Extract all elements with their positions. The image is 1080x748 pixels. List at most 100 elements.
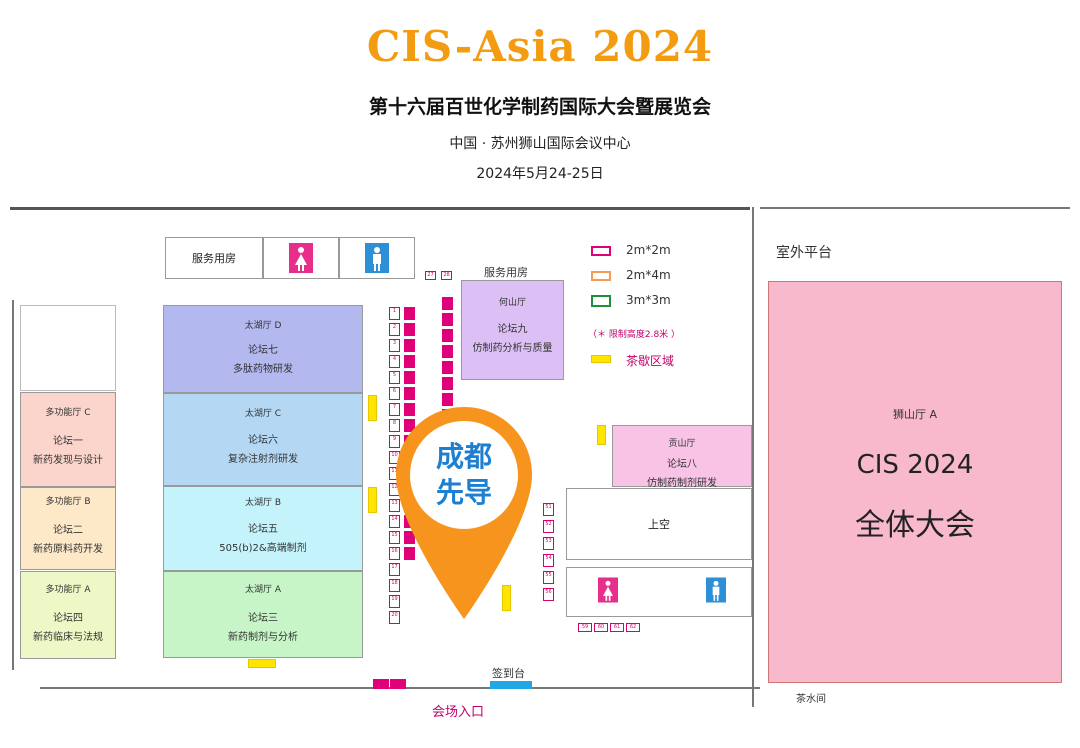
hall-multi-a-name: 多功能厅 A	[45, 585, 91, 595]
booth-c1-1[interactable]: 1	[389, 307, 400, 320]
booth-c4-52[interactable]: 52	[543, 520, 554, 533]
booth-c4-53[interactable]: 53	[543, 537, 554, 550]
hall-taihu-b-forum: 论坛五	[248, 524, 278, 535]
legend-2x2-swatch	[591, 246, 611, 256]
hall-taihu-a[interactable]: 太湖厅 A 论坛三 新药制剂与分析	[163, 571, 363, 658]
hall-taihu-a-name: 太湖厅 A	[244, 585, 282, 595]
legend-tea-label: 茶歇区域	[626, 354, 675, 368]
booth-c1-7[interactable]: 7	[389, 403, 400, 416]
booth-c2-23[interactable]: 23	[404, 355, 415, 368]
male-restroom-icon-2	[706, 577, 726, 603]
booth-bottom-59[interactable]: 59	[578, 623, 592, 632]
booth-bottom-62[interactable]: 62	[626, 623, 640, 632]
hall-multi-c-name: 多功能厅 C	[45, 408, 91, 418]
hall-gongshan-forum: 论坛八	[667, 459, 697, 470]
booth-c1-16[interactable]: 16	[389, 547, 400, 560]
map-pin-inner	[410, 421, 518, 529]
hall-gongshan-topic: 仿制药制剂研发	[647, 478, 717, 489]
booth-c3-27[interactable]: 27	[442, 297, 453, 310]
booth-c4-55[interactable]: 55	[543, 571, 554, 584]
entrance-label: 会场入口	[432, 705, 485, 720]
female-restroom	[263, 237, 339, 279]
wall-mid-vertical	[752, 207, 754, 707]
booth-c1-3[interactable]: 3	[389, 339, 400, 352]
atrium-label: 上空	[648, 518, 670, 531]
booth-bottom-60[interactable]: 60	[594, 623, 608, 632]
booth-c3-28[interactable]: 28	[442, 313, 453, 326]
booth-c4-56[interactable]: 56	[543, 588, 554, 601]
booth-c2-21[interactable]: 21	[404, 387, 415, 400]
booth-c1-2[interactable]: 2	[389, 323, 400, 336]
legend-height-note: （＊ 限制高度2.8米 ）	[588, 330, 681, 340]
booth-c4-51[interactable]: 51	[543, 503, 554, 516]
service-room-1: 服务用房	[165, 237, 263, 279]
booth-c3-30[interactable]: 30	[442, 345, 453, 358]
tea-room-label: 茶水间	[796, 694, 826, 705]
booth-c1-15[interactable]: 15	[389, 531, 400, 544]
booth-top-28[interactable]: 28	[441, 271, 452, 280]
tea-area-5	[597, 425, 606, 445]
hall-multi-b-name: 多功能厅 B	[45, 497, 91, 507]
hall-taihu-c[interactable]: 太湖厅 C 论坛六 复杂注射剂研发	[163, 393, 363, 486]
hall-taihu-c-topic: 复杂注射剂研发	[228, 454, 298, 465]
hall-shishan-a-line1: CIS 2024	[856, 450, 974, 480]
booth-c1-6[interactable]: 6	[389, 387, 400, 400]
booth-c1-5[interactable]: 5	[389, 371, 400, 384]
booth-c3-33[interactable]: 33	[442, 393, 453, 406]
booth-c1-19[interactable]: 19	[389, 595, 400, 608]
booth-c2-20[interactable]: 20	[404, 403, 415, 416]
booth-c1-8[interactable]: 8	[389, 419, 400, 432]
booth-c2-24[interactable]: 24	[404, 339, 415, 352]
booth-c2-12[interactable]: 12	[404, 531, 415, 544]
booth-c3-29[interactable]: 29	[442, 329, 453, 342]
booth-c3-32[interactable]: 32	[442, 377, 453, 390]
pin-text-line1: 成都	[435, 440, 492, 473]
hall-multi-c-topic: 新药发现与设计	[33, 455, 103, 466]
booth-bottom-61[interactable]: 61	[610, 623, 624, 632]
legend-2x4-swatch	[591, 271, 611, 281]
hall-gongshan[interactable]: 贡山厅 论坛八 仿制药制剂研发	[612, 425, 752, 489]
hall-taihu-b[interactable]: 太湖厅 B 论坛五 505(b)2&高端制剂	[163, 486, 363, 571]
booth-c1-14[interactable]: 14	[389, 515, 400, 528]
multi-hall-upper-block	[20, 305, 116, 391]
map-pin-icon[interactable]	[390, 403, 538, 625]
booth-c1-17[interactable]: 17	[389, 563, 400, 576]
booth-c2-19[interactable]: 19	[404, 419, 415, 432]
hall-multi-b[interactable]: 多功能厅 B 论坛二 新药原料药开发	[20, 487, 116, 570]
booth-c2-22[interactable]: 22	[404, 371, 415, 384]
hall-taihu-c-forum: 论坛六	[248, 435, 278, 446]
booth-c3-31[interactable]: 31	[442, 361, 453, 374]
male-restroom-icon	[365, 243, 389, 273]
hall-shishan-a-name: 狮山厅 A	[892, 408, 938, 421]
hall-multi-b-topic: 新药原料药开发	[33, 544, 103, 555]
hall-multi-a-forum: 论坛四	[53, 613, 83, 624]
booth-top-27[interactable]: 27	[425, 271, 436, 280]
booth-c2-11[interactable]: 11	[404, 547, 415, 560]
hall-taihu-d-forum: 论坛七	[248, 345, 278, 356]
booth-entrance-41[interactable]: 41	[373, 679, 389, 689]
booth-c1-20[interactable]: 20	[389, 611, 400, 624]
booth-c1-13[interactable]: 13	[389, 499, 400, 512]
hall-multi-c[interactable]: 多功能厅 C 论坛一 新药发现与设计	[20, 392, 116, 487]
hall-taihu-d[interactable]: 太湖厅 D 论坛七 多肽药物研发	[163, 305, 363, 393]
event-date: 2024年5月24-25日	[476, 166, 604, 182]
booth-c2-26[interactable]: 26	[404, 307, 415, 320]
booth-c1-9[interactable]: 9	[389, 435, 400, 448]
hall-multi-a[interactable]: 多功能厅 A 论坛四 新药临床与法规	[20, 571, 116, 659]
checkin-desk[interactable]	[490, 681, 532, 689]
hall-taihu-d-topic: 多肽药物研发	[233, 364, 293, 375]
booth-c4-54[interactable]: 54	[543, 554, 554, 567]
booth-c1-18[interactable]: 18	[389, 579, 400, 592]
hall-heshan-topic: 仿制药分析与质量	[472, 343, 553, 354]
legend-tea-swatch	[591, 355, 611, 363]
hall-heshan[interactable]: 何山厅 论坛九 仿制药分析与质量	[461, 280, 564, 380]
booth-c1-4[interactable]: 4	[389, 355, 400, 368]
booth-c2-25[interactable]: 25	[404, 323, 415, 336]
atrium: 上空	[566, 488, 752, 560]
legend-3x3-label: 3m*3m	[626, 293, 671, 307]
lower-restroom-block	[566, 567, 752, 617]
booth-entrance-42[interactable]: 42	[390, 679, 406, 689]
tea-area-3	[248, 659, 276, 668]
hall-shishan-a[interactable]: 狮山厅 A CIS 2024 全体大会	[768, 281, 1062, 683]
female-restroom-icon	[289, 243, 313, 273]
